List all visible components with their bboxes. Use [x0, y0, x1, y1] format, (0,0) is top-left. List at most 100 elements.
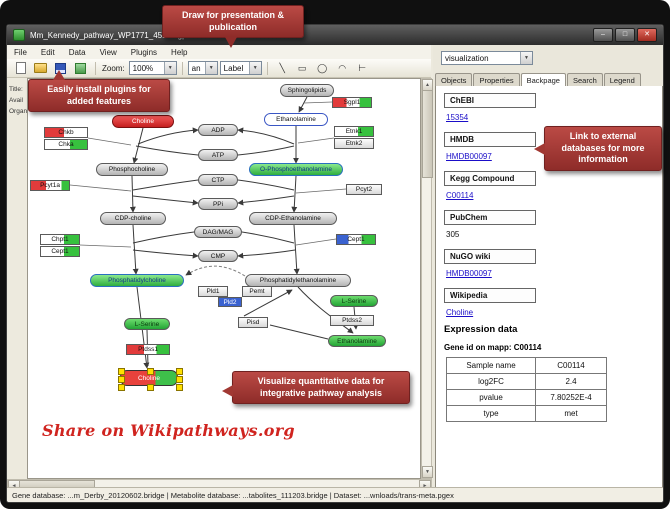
line-tool[interactable]: ╲ [279, 62, 285, 73]
pathway-node-pcyt1a[interactable]: Pcyt1a [30, 180, 70, 191]
pathway-node-cept1-right[interactable]: Cept1 [336, 234, 376, 245]
menu-data[interactable]: Data [68, 47, 86, 57]
callout-link-databases: Link to external databases for more info… [534, 126, 662, 172]
new-file-button[interactable] [11, 60, 30, 77]
left-properties-strip: Title: Avail Organ [7, 78, 28, 479]
selection-handle[interactable] [147, 368, 154, 375]
pathway-node-pld2[interactable]: Pld2 [218, 297, 242, 307]
pathway-node-l-serine-left[interactable]: L-Serine [124, 318, 170, 330]
pathway-node-ptdss1[interactable]: Ptdss1 [126, 344, 170, 355]
pathway-node-pemt[interactable]: Pemt [242, 286, 272, 297]
pathway-node-adp[interactable]: ADP [198, 124, 238, 136]
pathway-node-cdp-ethanolamine[interactable]: CDP-Ethanolamine [249, 212, 337, 225]
selection-handle[interactable] [176, 384, 183, 391]
pathway-node-ptdss2[interactable]: Ptdss2 [330, 315, 374, 326]
arc-tool[interactable]: ◠ [338, 62, 347, 73]
menu-help[interactable]: Help [171, 47, 188, 57]
pathway-node-sphingolipids[interactable]: Sphingolipids [280, 84, 334, 97]
pathway-node-pcyt2[interactable]: Pcyt2 [346, 184, 382, 195]
minimize-button[interactable]: – [593, 28, 613, 42]
tab-objects[interactable]: Objects [435, 73, 473, 86]
label-tool-combo[interactable]: Label ▼ [219, 61, 262, 75]
folder-icon [34, 63, 47, 73]
pathway-node-chpt1[interactable]: Chpt1 [40, 234, 80, 245]
table-cell: 7.80252E-4 [535, 389, 607, 406]
backpage-section-title: Wikipedia [444, 288, 536, 303]
menu-plugins[interactable]: Plugins [130, 47, 158, 57]
vertical-scroll-thumb[interactable] [422, 90, 433, 178]
tbar-tool[interactable]: ⊢ [358, 62, 367, 73]
pathway-node-ethanolamine-top[interactable]: Ethanolamine [264, 113, 328, 126]
menu-bar: File Edit Data View Plugins Help [7, 45, 431, 60]
open-file-button[interactable] [31, 60, 50, 77]
pathway-node-chka[interactable]: Chka [44, 139, 88, 150]
backpage-section-title: HMDB [444, 132, 536, 147]
pathway-node-chkb[interactable]: Chkb [44, 127, 88, 138]
toolbar-separator [181, 61, 183, 75]
menu-file[interactable]: File [14, 47, 27, 57]
selection-handle[interactable] [147, 384, 154, 391]
pathway-node-pld1[interactable]: Pld1 [198, 286, 228, 297]
pathway-node-pisd[interactable]: Pisd [238, 317, 268, 328]
status-text: Gene database: ...m_Derby_20120602.bridg… [12, 490, 454, 500]
window-title: Mm_Kennedy_pathway_WP1771_45176.gpml [30, 30, 195, 40]
pathway-node-cdp-choline[interactable]: CDP-choline [100, 212, 166, 225]
external-db-link[interactable]: C00114 [446, 191, 474, 200]
zoom-combo[interactable]: 100% ▼ [128, 61, 177, 75]
table-cell: C00114 [535, 357, 607, 374]
pathway-node-ctp[interactable]: CTP [198, 174, 238, 186]
pathway-node-dag-mag[interactable]: DAG/MAG [194, 226, 242, 238]
pathway-node-cmp[interactable]: CMP [198, 250, 238, 262]
datanode-type-combo[interactable]: an ▼ [187, 61, 218, 75]
ellipse-tool[interactable]: ◯ [317, 62, 328, 73]
export-button[interactable] [71, 60, 90, 77]
menu-view[interactable]: View [99, 47, 117, 57]
external-db-link[interactable]: 15354 [446, 113, 469, 122]
selection-handle[interactable] [118, 384, 125, 391]
pathway-node-l-serine-right[interactable]: L-Serine [330, 295, 378, 307]
selection-handle[interactable] [118, 376, 125, 383]
callout-visualize: Visualize quantitative data for integrat… [222, 371, 410, 405]
pathway-node-o-phosphoethanolamine[interactable]: O-Phosphoethanolamine [249, 163, 343, 176]
external-db-link[interactable]: HMDB00097 [446, 269, 492, 278]
external-db-link[interactable]: HMDB00097 [446, 152, 492, 161]
app-icon [13, 29, 25, 41]
external-db-link[interactable]: Choline [446, 308, 474, 317]
pathway-node-ethanolamine-bottom[interactable]: Ethanolamine [328, 335, 386, 347]
selection-handle[interactable] [176, 376, 183, 383]
pathway-node-choline-top[interactable]: Choline [112, 115, 174, 128]
close-button[interactable]: ✕ [637, 28, 657, 42]
pathway-node-atp[interactable]: ATP [198, 149, 238, 161]
tab-properties[interactable]: Properties [473, 73, 520, 86]
pathway-node-cept1-left[interactable]: Cept1 [40, 246, 80, 257]
rectangle-tool[interactable]: ▭ [297, 62, 307, 73]
backpage-section: ChEBI 15354 [444, 90, 654, 122]
pathway-node-etnk1[interactable]: Etnk1 [334, 126, 374, 137]
chevron-down-icon: ▼ [520, 52, 532, 64]
pathway-node-ppi[interactable]: PPi [198, 198, 238, 210]
pathway-node-phosphocholine[interactable]: Phosphocholine [96, 163, 168, 176]
pathway-node-choline-selected[interactable]: Choline [118, 368, 183, 391]
tab-legend[interactable]: Legend [603, 73, 641, 86]
pathway-node-phosphatidylcholine[interactable]: Phosphatidylcholine [90, 274, 184, 287]
visualization-combo[interactable]: visualization ▼ [441, 51, 533, 65]
maximize-button[interactable]: □ [615, 28, 635, 42]
pathway-node-etnk2[interactable]: Etnk2 [334, 138, 374, 149]
scroll-down-icon[interactable]: ▼ [422, 466, 433, 478]
table-cell: Sample name [446, 357, 536, 374]
window-controls: – □ ✕ [593, 28, 657, 42]
selection-handle[interactable] [118, 368, 125, 375]
selection-handle[interactable] [176, 368, 183, 375]
backpage-section-title: ChEBI [444, 93, 536, 108]
pathway-node-sgpl1[interactable]: Sgpl1 [332, 97, 372, 108]
tab-search[interactable]: Search [566, 73, 603, 86]
backpage-section: HMDB HMDB00097 [444, 129, 654, 161]
canvas-vertical-scrollbar[interactable]: ▲ ▼ [421, 78, 433, 479]
tab-backpage[interactable]: Backpage [520, 73, 566, 87]
menu-edit[interactable]: Edit [40, 47, 55, 57]
expression-data-heading: Expression data [444, 324, 518, 335]
